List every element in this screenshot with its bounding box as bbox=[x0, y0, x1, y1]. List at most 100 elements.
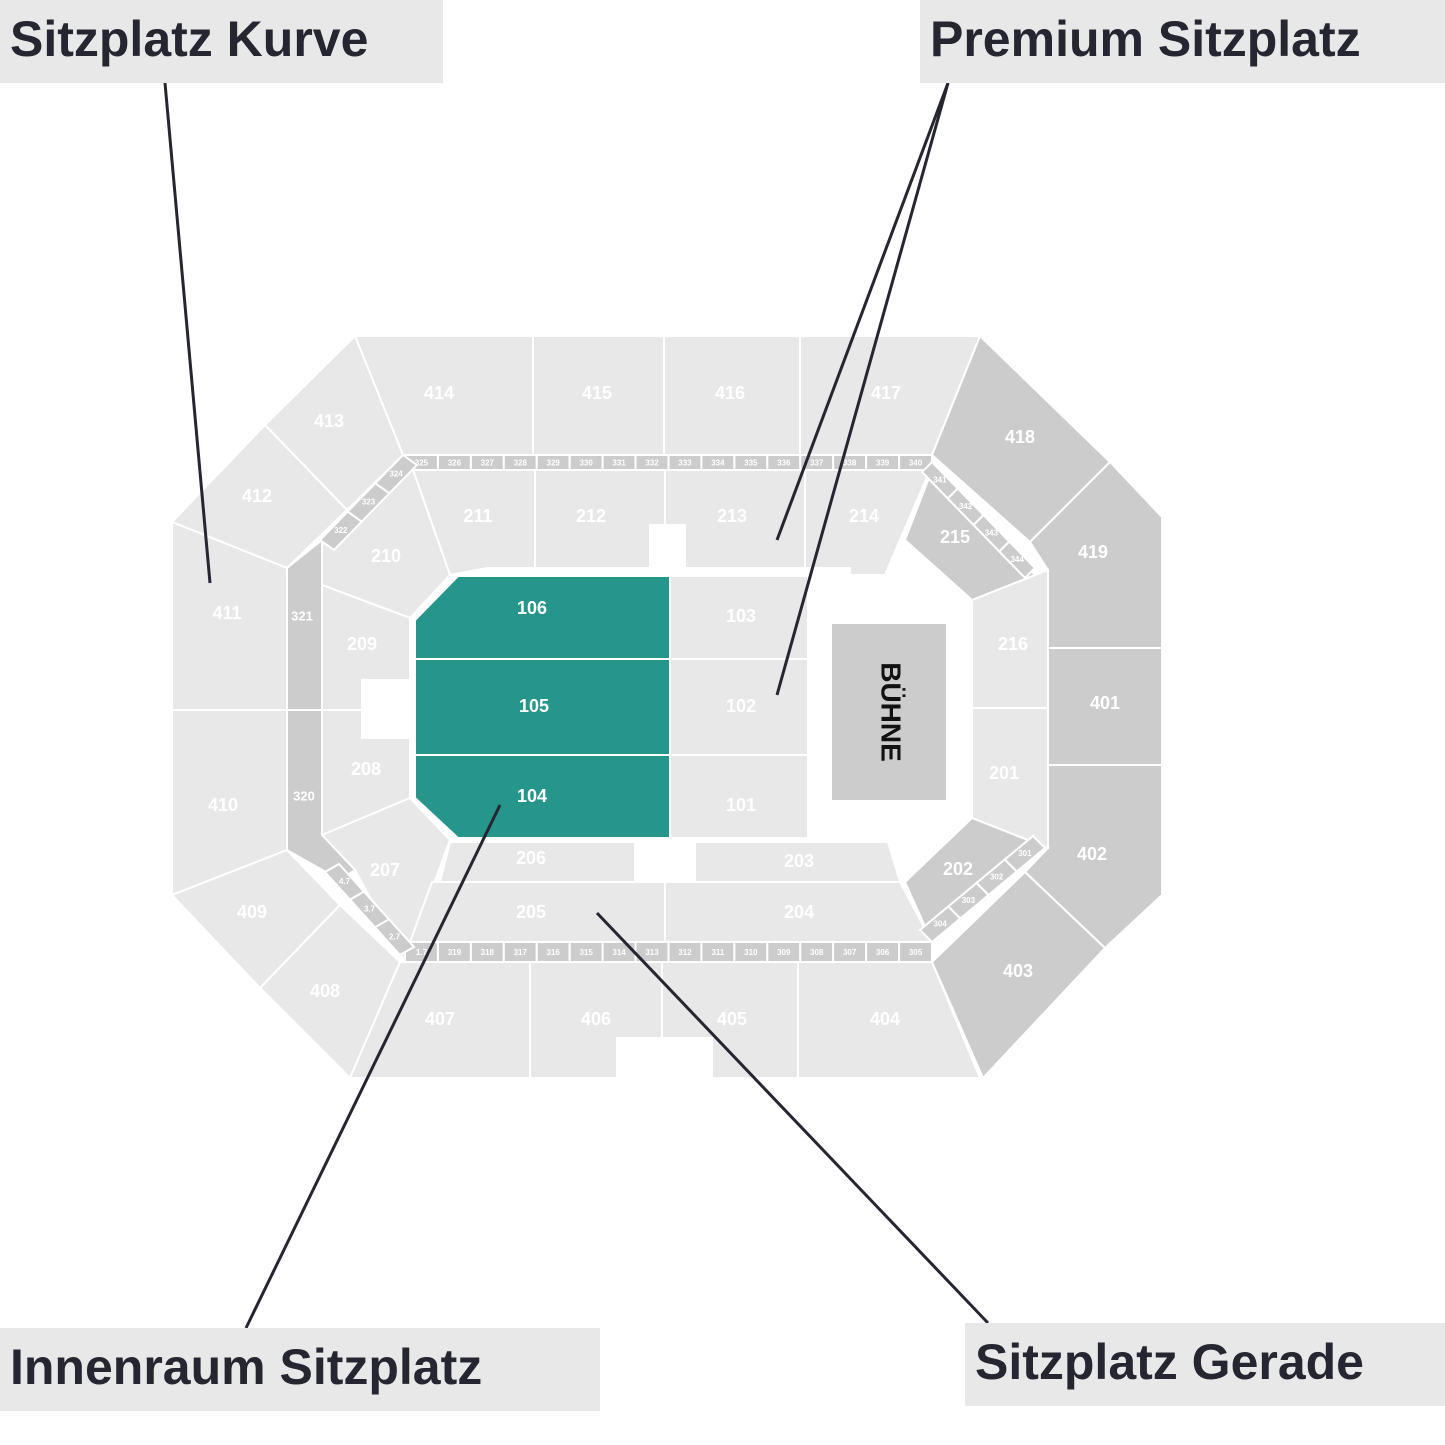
label-212: 212 bbox=[576, 506, 606, 526]
label-105: 105 bbox=[519, 696, 549, 716]
label-324: 324 bbox=[389, 469, 403, 478]
label-319: 319 bbox=[448, 948, 462, 957]
label-332: 332 bbox=[645, 459, 659, 468]
label-214: 214 bbox=[849, 506, 879, 526]
callout-sitzplatz-gerade: Sitzplatz Gerade bbox=[965, 1323, 1445, 1406]
label-327: 327 bbox=[481, 459, 495, 468]
callout-lines bbox=[163, 82, 990, 1329]
section-305[interactable] bbox=[898, 941, 933, 963]
section-2.7[interactable] bbox=[373, 918, 416, 957]
label-203: 203 bbox=[784, 851, 814, 871]
label-307: 307 bbox=[843, 948, 857, 957]
label-315: 315 bbox=[579, 948, 593, 957]
label-103: 103 bbox=[726, 606, 756, 626]
label-404: 404 bbox=[870, 1009, 900, 1029]
label-336: 336 bbox=[777, 459, 791, 468]
label-329: 329 bbox=[547, 459, 561, 468]
label-302: 302 bbox=[990, 872, 1004, 881]
section-104[interactable] bbox=[414, 754, 671, 839]
label-416: 416 bbox=[715, 383, 745, 403]
stage-label: BÜHNE bbox=[876, 662, 907, 762]
section-321[interactable] bbox=[286, 537, 323, 711]
label-303: 303 bbox=[962, 896, 976, 905]
label-340: 340 bbox=[909, 459, 923, 468]
label-403: 403 bbox=[1003, 961, 1033, 981]
label-406: 406 bbox=[581, 1009, 611, 1029]
label-312: 312 bbox=[678, 948, 692, 957]
label-343: 343 bbox=[985, 528, 999, 537]
callout-line-kurve bbox=[163, 82, 212, 584]
label-309: 309 bbox=[777, 948, 791, 957]
label-318: 318 bbox=[481, 948, 495, 957]
section-322[interactable] bbox=[318, 510, 364, 552]
label-101: 101 bbox=[726, 795, 756, 815]
label-342: 342 bbox=[959, 502, 973, 511]
section-304[interactable] bbox=[918, 905, 962, 944]
label-330: 330 bbox=[579, 459, 593, 468]
callout-line-innenraum bbox=[244, 804, 502, 1329]
label-337: 337 bbox=[810, 459, 824, 468]
label-308: 308 bbox=[810, 948, 824, 957]
callout-line-premium-1 bbox=[775, 82, 950, 541]
label-334: 334 bbox=[711, 459, 725, 468]
section-101[interactable] bbox=[669, 754, 809, 839]
label-419: 419 bbox=[1078, 542, 1108, 562]
section-403[interactable] bbox=[930, 870, 1107, 1080]
label-341: 341 bbox=[933, 475, 947, 484]
label-301: 301 bbox=[1018, 849, 1032, 858]
section-203[interactable] bbox=[694, 841, 902, 883]
label-215: 215 bbox=[940, 527, 970, 547]
label-401: 401 bbox=[1090, 693, 1120, 713]
label-104: 104 bbox=[517, 786, 547, 806]
label-320: 320 bbox=[293, 788, 315, 803]
label-410: 410 bbox=[208, 795, 238, 815]
label-328: 328 bbox=[514, 459, 528, 468]
label-211: 211 bbox=[463, 506, 492, 526]
label-415: 415 bbox=[582, 383, 612, 403]
label-209: 209 bbox=[347, 634, 377, 654]
label-208: 208 bbox=[351, 759, 381, 779]
label-306: 306 bbox=[876, 948, 890, 957]
label-331: 331 bbox=[612, 459, 626, 468]
label-207: 207 bbox=[370, 860, 400, 880]
label-335: 335 bbox=[744, 459, 758, 468]
label-333: 333 bbox=[678, 459, 692, 468]
label-326: 326 bbox=[448, 459, 462, 468]
label-313: 313 bbox=[645, 948, 659, 957]
label-402: 402 bbox=[1077, 844, 1107, 864]
label-205: 205 bbox=[516, 902, 546, 922]
label-317: 317 bbox=[514, 948, 528, 957]
label-405: 405 bbox=[717, 1009, 747, 1029]
label-322: 322 bbox=[334, 526, 348, 535]
callout-line-gerade bbox=[595, 911, 990, 1325]
label-202: 202 bbox=[943, 859, 973, 879]
section-344[interactable] bbox=[997, 540, 1037, 580]
label-414: 414 bbox=[424, 383, 454, 403]
label-310: 310 bbox=[744, 948, 758, 957]
label-413: 413 bbox=[314, 411, 344, 431]
section-320[interactable] bbox=[286, 709, 357, 882]
callout-line-premium-2 bbox=[775, 82, 950, 696]
label-4.7: 4.7 bbox=[339, 877, 351, 886]
label-201: 201 bbox=[989, 763, 1019, 783]
label-339: 339 bbox=[876, 459, 890, 468]
callout-innenraum-sitzplatz: Innenraum Sitzplatz bbox=[0, 1328, 600, 1411]
label-321: 321 bbox=[291, 608, 313, 623]
label-325: 325 bbox=[415, 459, 429, 468]
label-216: 216 bbox=[998, 634, 1028, 654]
label-323: 323 bbox=[362, 498, 376, 507]
label-106: 106 bbox=[517, 598, 547, 618]
label-418: 418 bbox=[1005, 427, 1035, 447]
label-408: 408 bbox=[310, 981, 340, 1001]
label-305: 305 bbox=[909, 948, 923, 957]
label-411: 411 bbox=[212, 603, 241, 623]
label-210: 210 bbox=[371, 546, 401, 566]
label-316: 316 bbox=[547, 948, 561, 957]
label-1.7: 1.7 bbox=[416, 948, 428, 957]
label-3.7: 3.7 bbox=[364, 905, 376, 914]
label-417: 417 bbox=[871, 383, 901, 403]
label-102: 102 bbox=[726, 696, 756, 716]
label-304: 304 bbox=[933, 919, 947, 928]
